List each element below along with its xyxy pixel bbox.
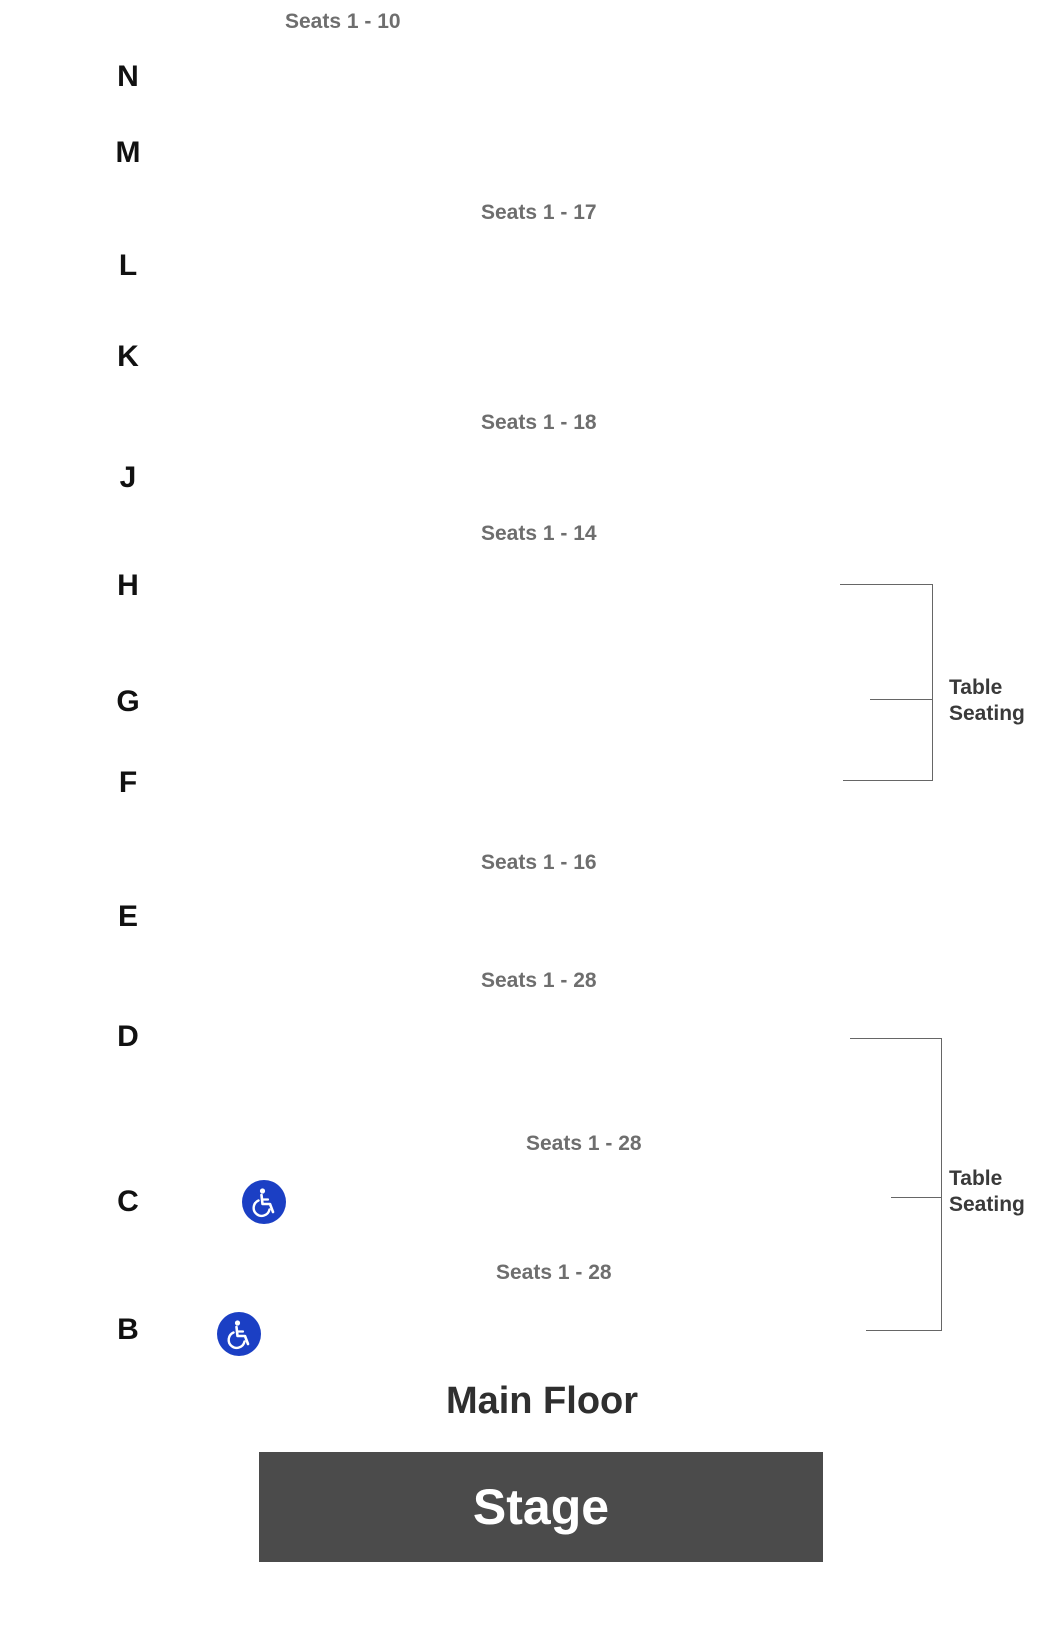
table-seating-label-lower: Table Seating bbox=[949, 1167, 1025, 1216]
row-label-h: H bbox=[117, 569, 139, 602]
seat-range-label-b: Seats 1 - 28 bbox=[496, 1261, 612, 1284]
seat-range-label-d: Seats 1 - 28 bbox=[481, 969, 597, 992]
main-floor-label: Main Floor bbox=[445, 1380, 639, 1422]
wheelchair-accessible-icon bbox=[242, 1180, 286, 1224]
row-label-k: K bbox=[117, 340, 139, 373]
stage: Stage bbox=[259, 1452, 823, 1562]
seat-range-label-h: Seats 1 - 14 bbox=[481, 522, 597, 545]
seat-range-label-c: Seats 1 - 28 bbox=[526, 1132, 642, 1155]
row-label-c: C bbox=[117, 1185, 139, 1218]
row-label-g: G bbox=[116, 685, 140, 718]
seat-range-label-l: Seats 1 - 17 bbox=[481, 201, 597, 224]
row-label-e: E bbox=[117, 900, 138, 933]
row-label-f: F bbox=[118, 766, 138, 799]
row-label-d: D bbox=[117, 1020, 139, 1053]
table-seating-label-upper: Table Seating bbox=[949, 676, 1025, 725]
seat-range-label-e: Seats 1 - 16 bbox=[481, 851, 597, 874]
row-label-n: N bbox=[117, 60, 139, 93]
wheelchair-accessible-icon bbox=[217, 1312, 261, 1356]
row-label-b: B bbox=[117, 1313, 139, 1346]
table-seating-bracket-upper bbox=[840, 584, 933, 781]
stage-label: Stage bbox=[472, 1479, 610, 1535]
row-label-l: L bbox=[118, 249, 138, 282]
seat-range-label-j: Seats 1 - 18 bbox=[481, 411, 597, 434]
row-label-j: J bbox=[119, 461, 137, 494]
seat-range-label-n: Seats 1 - 10 bbox=[285, 10, 401, 33]
row-label-m: M bbox=[115, 136, 141, 169]
table-seating-bracket-lower bbox=[850, 1038, 942, 1331]
